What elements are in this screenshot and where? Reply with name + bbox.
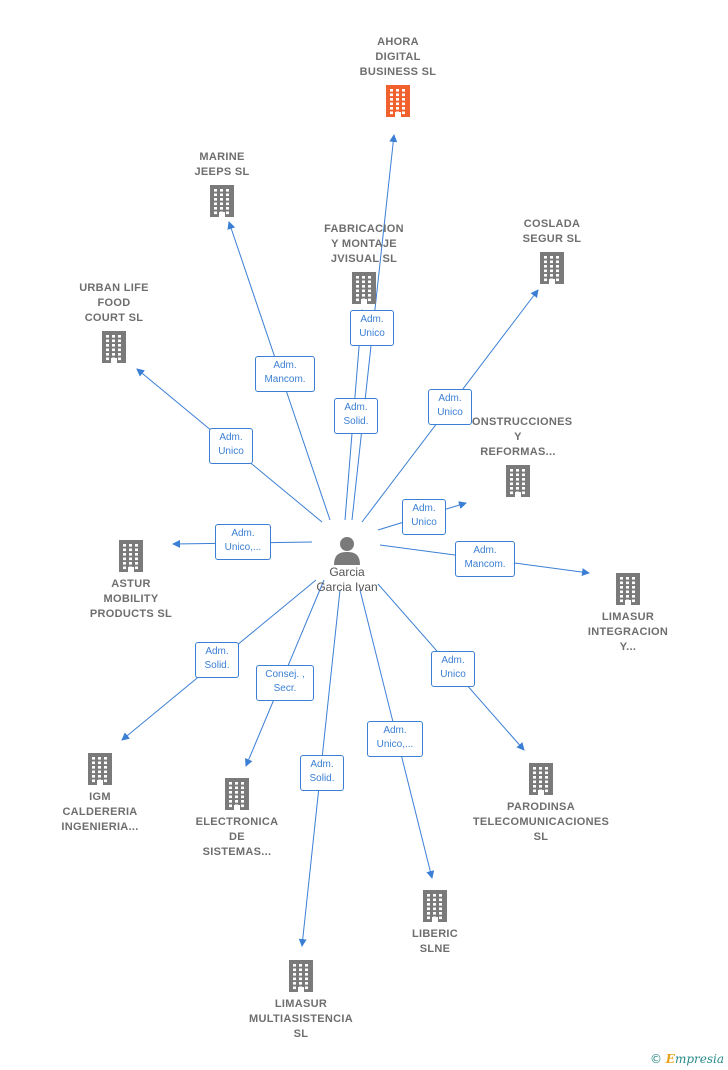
company-name: URBAN LIFE FOOD COURT SL <box>79 282 149 324</box>
building-icon <box>88 753 112 785</box>
company-node-construcciones[interactable]: CONSTRUCCIONES Y REFORMAS... <box>443 415 593 502</box>
role-label-limasur_int[interactable]: Adm. Mancom. <box>455 541 515 577</box>
company-node-fabricacion[interactable]: FABRICACION Y MONTAJE JVISUAL SL <box>289 222 439 309</box>
role-label-coslada[interactable]: Adm. Unico <box>428 389 472 425</box>
role-label-parodinsa[interactable]: Adm. Unico <box>431 651 475 687</box>
role-label-urban[interactable]: Adm. Unico <box>209 428 253 464</box>
person-name: Garcia Garcia Ivan <box>316 565 378 594</box>
company-node-astur[interactable]: ASTUR MOBILITY PRODUCTS SL <box>56 535 206 622</box>
building-icon <box>289 960 313 992</box>
role-label-astur[interactable]: Adm. Unico,... <box>215 524 271 560</box>
building-icon <box>529 763 553 795</box>
company-name: AHORA DIGITAL BUSINESS SL <box>359 36 437 78</box>
company-name: FABRICACION Y MONTAJE JVISUAL SL <box>324 223 404 265</box>
brand-logo: © Empresia <box>649 1052 724 1066</box>
role-label-liberic[interactable]: Adm. Unico,... <box>367 721 423 757</box>
building-icon <box>506 465 530 497</box>
building-icon <box>616 573 640 605</box>
role-label-igm[interactable]: Adm. Solid. <box>195 642 239 678</box>
role-label-construcciones[interactable]: Adm. Unico <box>402 499 446 535</box>
role-label-fabricacion[interactable]: Adm. Unico <box>350 310 394 346</box>
company-node-liberic[interactable]: LIBERIC SLNE <box>360 885 510 957</box>
role-label-marine[interactable]: Adm. Mancom. <box>255 356 315 392</box>
company-name: COSLADA SEGUR SL <box>522 218 582 245</box>
company-name: MARINE JEEPS SL <box>194 151 250 178</box>
building-icon <box>210 185 234 217</box>
role-label-limasur_multi[interactable]: Adm. Solid. <box>300 755 344 791</box>
company-node-parodinsa[interactable]: PARODINSA TELECOMUNICACIONES SL <box>466 758 616 845</box>
building-icon <box>423 890 447 922</box>
company-node-marine[interactable]: MARINE JEEPS SL <box>147 150 297 222</box>
person-icon <box>334 537 360 565</box>
company-name: LIMASUR INTEGRACION Y... <box>587 611 669 653</box>
building-icon <box>386 85 410 117</box>
building-icon <box>119 540 143 572</box>
building-icon <box>102 331 126 363</box>
company-node-urban[interactable]: URBAN LIFE FOOD COURT SL <box>39 281 189 368</box>
company-name: ASTUR MOBILITY PRODUCTS SL <box>89 578 173 620</box>
company-node-limasur_multi[interactable]: LIMASUR MULTIASISTENCIA SL <box>226 955 376 1042</box>
role-label-electronica[interactable]: Consej. , Secr. <box>256 665 314 701</box>
company-node-electronica[interactable]: ELECTRONICA DE SISTEMAS... <box>162 773 312 860</box>
company-name: PARODINSA TELECOMUNICACIONES SL <box>472 801 610 843</box>
company-name: ELECTRONICA DE SISTEMAS... <box>195 816 279 858</box>
company-name: IGM CALDERERIA INGENIERIA... <box>61 791 139 833</box>
company-node-ahora[interactable]: AHORA DIGITAL BUSINESS SL <box>323 35 473 122</box>
role-label-ahora[interactable]: Adm. Solid. <box>334 398 378 434</box>
building-icon <box>540 252 564 284</box>
company-node-igm[interactable]: IGM CALDERERIA INGENIERIA... <box>25 748 175 835</box>
company-name: LIMASUR MULTIASISTENCIA SL <box>249 998 353 1040</box>
person-node[interactable]: Garcia Garcia Ivan <box>287 535 407 595</box>
building-icon <box>352 272 376 304</box>
company-node-coslada[interactable]: COSLADA SEGUR SL <box>477 217 627 289</box>
company-name: LIBERIC SLNE <box>411 928 459 955</box>
company-name: CONSTRUCCIONES Y REFORMAS... <box>463 416 573 458</box>
company-node-limasur_int[interactable]: LIMASUR INTEGRACION Y... <box>553 568 703 655</box>
building-icon <box>225 778 249 810</box>
